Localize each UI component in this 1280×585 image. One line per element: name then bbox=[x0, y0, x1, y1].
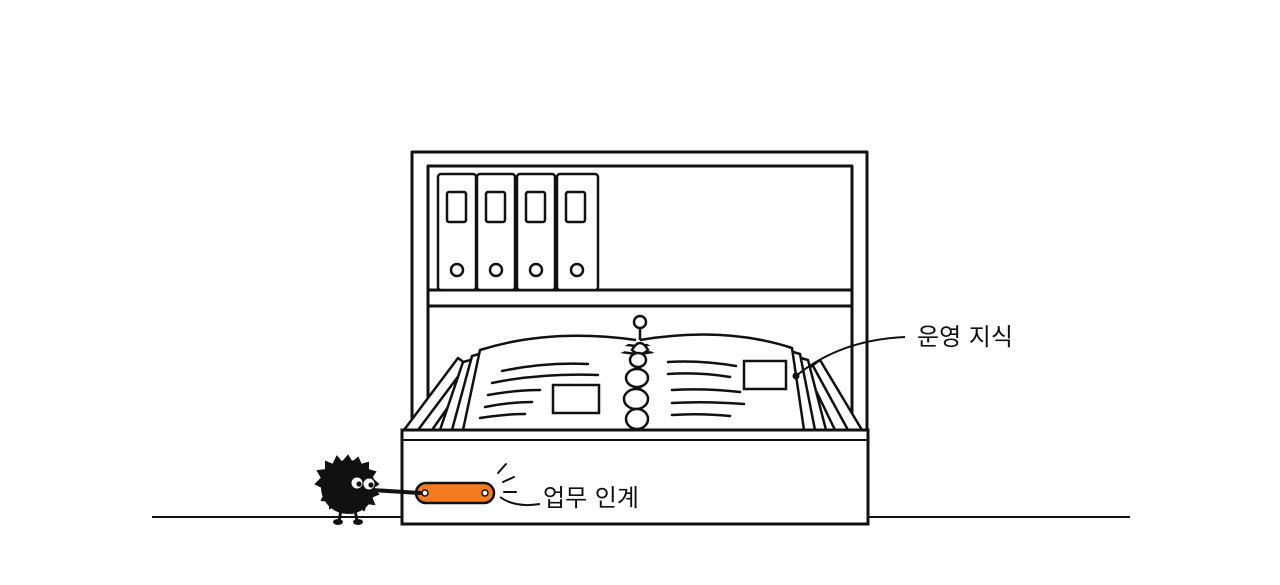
page-image-boxes bbox=[551, 359, 788, 415]
binder-icon bbox=[475, 172, 517, 292]
leader-operational-knowledge bbox=[792, 336, 906, 380]
page-text-lines bbox=[478, 360, 746, 420]
left-page-image-box bbox=[551, 383, 601, 415]
drawer-handle[interactable] bbox=[414, 481, 496, 505]
motion-lines bbox=[497, 463, 517, 493]
binder-icon bbox=[436, 172, 478, 292]
label-operational-knowledge: 운영 지식 bbox=[917, 323, 1013, 351]
binder-rings bbox=[622, 314, 650, 431]
binder-row bbox=[436, 172, 600, 292]
drawer-rails bbox=[403, 356, 864, 431]
leader-handover bbox=[499, 496, 541, 507]
right-page-image-box bbox=[742, 359, 788, 391]
drawer bbox=[400, 428, 870, 526]
soot-sprite-icon bbox=[314, 454, 422, 525]
binder-icon bbox=[555, 172, 600, 292]
drawer-front bbox=[400, 428, 870, 526]
binder-icon bbox=[515, 172, 557, 292]
label-handover: 업무 인계 bbox=[543, 484, 639, 512]
